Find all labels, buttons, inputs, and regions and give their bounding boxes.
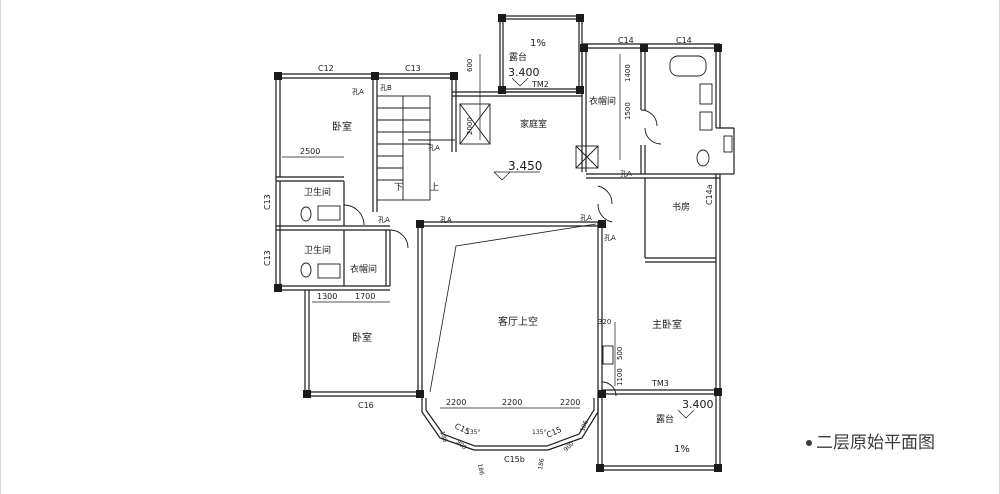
- dim-600: 600: [466, 59, 474, 72]
- window-c13-w1: C13: [263, 194, 272, 210]
- dim-320: 320: [598, 318, 611, 326]
- window-c12: C12: [318, 64, 334, 73]
- room-bedroom-nw: 卧室: [332, 120, 352, 133]
- hole-ka-3: 孔A: [440, 216, 452, 224]
- level-terrace-se: 3.400: [682, 398, 714, 411]
- room-closet-e: 衣帽间: [589, 95, 616, 107]
- slope-terrace-n: 1%: [530, 38, 546, 49]
- room-closet-w: 衣帽间: [350, 263, 377, 275]
- dimension-lines: [282, 54, 695, 419]
- dim-186-a: 186: [438, 430, 449, 443]
- dim-186-b: 186: [476, 463, 485, 476]
- hole-kb: 孔B: [380, 84, 392, 92]
- dim-1400: 1400: [624, 64, 632, 82]
- window-c13-top: C13: [405, 64, 421, 73]
- fixtures: [300, 55, 733, 365]
- staircase: [376, 95, 455, 201]
- elevator-shaft: [459, 103, 599, 169]
- dim-900-b: 900: [562, 440, 575, 453]
- dim-1500: 1500: [624, 102, 632, 120]
- window-c13-w2: C13: [263, 250, 272, 266]
- room-study: 书房: [672, 201, 690, 213]
- doors: [343, 109, 662, 397]
- room-bath-1: 卫生间: [304, 186, 331, 198]
- bullet-icon: [806, 440, 812, 446]
- slope-terrace-se: 1%: [674, 444, 690, 455]
- room-bath-2: 卫生间: [304, 244, 331, 256]
- dim-2500: 2500: [300, 147, 320, 156]
- walls: [275, 15, 735, 471]
- dim-186-d: 186: [579, 419, 590, 432]
- window-c14a: C14a: [705, 184, 714, 205]
- window-c14-a: C14: [618, 36, 634, 45]
- hole-ka-6: 孔A: [604, 234, 616, 242]
- hole-ka-5: 孔A: [580, 214, 592, 222]
- stair-down: 下: [394, 183, 403, 193]
- dim-500: 500: [616, 347, 624, 360]
- caption-text: 二层原始平面图: [816, 433, 935, 453]
- dim-1300: 1300: [317, 292, 337, 301]
- room-terrace-n: 露台: [509, 51, 527, 63]
- room-family: 家庭室: [520, 118, 547, 130]
- dim-186-c: 186: [537, 458, 546, 471]
- room-bedroom-sw: 卧室: [352, 331, 372, 344]
- hole-ka-1: 孔A: [352, 88, 364, 96]
- window-c15b: C15b: [504, 455, 525, 464]
- window-c14-b: C14: [676, 36, 692, 45]
- stair-up: 上: [430, 182, 439, 193]
- dim-2200-a: 2200: [446, 398, 466, 407]
- room-living-void: 客厅上空: [498, 315, 538, 328]
- dim-2200-b: 2200: [502, 398, 522, 407]
- dim-900-a: 900: [455, 438, 468, 451]
- hole-ka-4: 孔A: [620, 170, 632, 178]
- room-terrace-se: 露台: [656, 413, 674, 425]
- void-lines: [429, 223, 597, 393]
- hole-ka-2: 孔A: [378, 216, 390, 224]
- columns: [274, 14, 722, 472]
- window-c16: C16: [358, 401, 374, 410]
- door-tm3: TM3: [651, 379, 669, 388]
- dim-135-a: 135°: [466, 429, 480, 436]
- window-c15-right: C15: [545, 425, 563, 440]
- plan-caption: 二层原始平面图: [806, 428, 935, 453]
- door-tm2: TM2: [531, 80, 549, 89]
- dim-1700: 1700: [355, 292, 375, 301]
- dim-2000: 2000: [466, 117, 474, 135]
- dim-135-b: 135°: [532, 429, 546, 436]
- dim-1100: 1100: [616, 368, 624, 386]
- level-terrace-n: 3.400: [508, 66, 540, 79]
- hole-ka-7: 孔A: [428, 144, 440, 152]
- level-floor: 3.450: [508, 159, 542, 173]
- dim-2200-c: 2200: [560, 398, 580, 407]
- room-master-bedroom: 主卧室: [652, 318, 682, 331]
